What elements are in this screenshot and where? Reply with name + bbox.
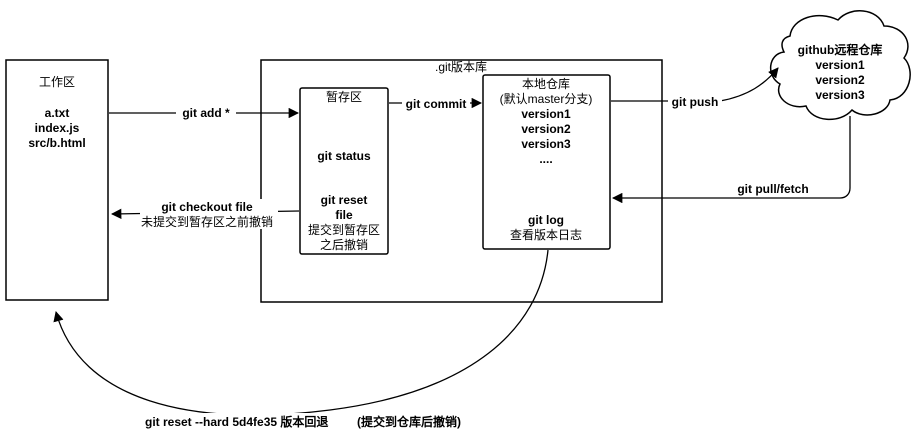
edge-label-bg — [668, 94, 722, 108]
edge-label-git-add: git add * — [182, 106, 230, 120]
edge-label-git-checkout: git checkout file — [161, 200, 253, 214]
stage-reset-line: 提交到暂存区 — [308, 222, 380, 237]
stage-box — [299, 87, 389, 255]
remote-version: version1 — [815, 58, 865, 72]
edge-git-pull — [611, 116, 851, 204]
local-repo-version: version3 — [521, 137, 571, 151]
edge-label-bg — [140, 199, 278, 229]
local-repo-version: version1 — [521, 107, 571, 121]
stage-reset-line: git reset — [321, 193, 368, 207]
edge-git-reset-hard — [53, 249, 549, 416]
local-repo-title: 本地仓库 — [522, 76, 570, 91]
local-repo-box — [482, 74, 611, 250]
edge-label-git-commit: git commit — [406, 97, 467, 111]
local-repo-log-cmd: git log — [528, 213, 564, 227]
stage-reset-line: file — [335, 208, 353, 222]
remote-version: version3 — [815, 88, 865, 102]
workspace-box — [5, 59, 109, 301]
remote-version: version2 — [815, 73, 865, 87]
stage-status-cmd: git status — [317, 149, 371, 163]
workspace-file: a.txt — [45, 106, 70, 120]
remote-title: github远程仓库 — [798, 42, 883, 57]
edge-label-bg — [402, 96, 470, 110]
stage-reset-line: 之后撤销 — [320, 237, 368, 252]
edge-label-bg — [732, 181, 814, 195]
local-repo-version: .... — [539, 152, 552, 166]
local-repo-version: version2 — [521, 122, 571, 136]
edge-label-bg — [138, 413, 468, 429]
workspace-title: 工作区 — [39, 75, 75, 89]
edge-label-git-pull: git pull/fetch — [737, 182, 808, 196]
git-repo-title: .git版本库 — [435, 59, 487, 74]
edge-label-bg — [176, 105, 236, 119]
edge-label-checkout-desc: 未提交到暂存区之前撤销 — [141, 214, 273, 229]
workspace-file: index.js — [35, 121, 80, 135]
local-repo-branch: (默认master分支) — [500, 91, 593, 106]
edge-label-reset-hard: git reset --hard 5d4fe35 版本回退 — [145, 414, 328, 429]
workspace-file: src/b.html — [28, 136, 85, 150]
edge-label-git-push: git push — [672, 95, 719, 109]
stage-title: 暂存区 — [326, 90, 362, 104]
local-repo-log-desc: 查看版本日志 — [510, 228, 582, 242]
edge-label-reset-hard-desc: (提交到仓库后撤销) — [357, 414, 461, 429]
